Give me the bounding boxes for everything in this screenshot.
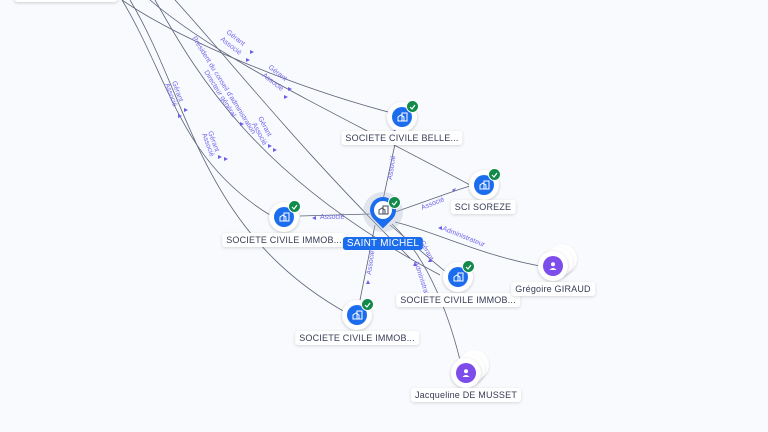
arrow-icon	[452, 188, 456, 192]
company-icon	[347, 305, 367, 325]
company-icon	[392, 107, 412, 127]
edge-label-associe: Associé	[387, 155, 397, 180]
node-label[interactable]: Grégoire GIRAUD	[511, 282, 595, 296]
center-company-icon	[374, 201, 392, 219]
person-icon	[543, 256, 563, 276]
edge	[154, 0, 441, 276]
edge	[299, 213, 371, 217]
edge-label-associe: Associé	[366, 250, 376, 275]
person-node-musset[interactable]	[451, 358, 481, 388]
arrow-icon	[288, 87, 292, 91]
arrow-icon	[246, 58, 250, 62]
arrow-icon	[250, 50, 254, 54]
arrow-icon	[218, 155, 222, 159]
arrow-icon	[428, 258, 432, 262]
edge-label-administrateur: Administrateur	[441, 225, 486, 249]
edge	[149, 0, 471, 186]
arrow-icon	[413, 262, 417, 266]
company-node-immob-1[interactable]	[269, 200, 301, 232]
person-node-giraud[interactable]	[538, 251, 568, 281]
company-node-belle[interactable]	[387, 100, 419, 132]
edge	[174, 0, 411, 259]
company-node-immob-2[interactable]	[443, 260, 475, 292]
arrow-icon	[438, 226, 442, 230]
verified-check-icon	[462, 260, 475, 273]
arrow-icon	[240, 122, 244, 126]
verified-check-icon	[288, 200, 301, 213]
verified-check-icon	[406, 100, 419, 113]
edge	[394, 185, 471, 213]
person-icon	[456, 363, 476, 383]
arrow-icon	[273, 148, 277, 152]
node-label[interactable]: SOCIETE CIVILE BELLE...	[341, 131, 463, 145]
arrow-icon	[268, 144, 272, 148]
node-label[interactable]: SCI SOREZE	[450, 200, 516, 214]
verified-check-icon	[388, 196, 401, 209]
center-node-label[interactable]: SAINT MICHEL	[342, 237, 424, 250]
company-icon	[448, 267, 468, 287]
company-node-immob-3[interactable]	[342, 298, 374, 330]
arrow-icon	[366, 280, 370, 284]
arrow-icon	[184, 108, 188, 112]
arrow-icon	[224, 157, 228, 161]
arrow-icon	[312, 216, 316, 220]
node-label[interactable]: SOCIETE CIVILE IMMOB...	[396, 293, 520, 307]
arrow-icon	[284, 95, 288, 99]
edge	[121, 0, 401, 116]
offscreen-node-card[interactable]	[14, 0, 118, 2]
company-node-soreze[interactable]	[469, 168, 501, 200]
node-label[interactable]: SOCIETE CIVILE IMMOB...	[295, 331, 419, 345]
edge	[394, 221, 541, 267]
edge	[121, 0, 271, 216]
company-icon	[474, 175, 494, 195]
verified-check-icon	[361, 298, 374, 311]
edge-arrows	[178, 50, 456, 284]
company-icon	[274, 207, 294, 227]
arrow-icon	[178, 114, 182, 118]
verified-check-icon	[488, 168, 501, 181]
node-label[interactable]: Jacqueline DE MUSSET	[410, 388, 522, 402]
edge-label-president: Président du conseil d'administration	[190, 35, 256, 135]
edge	[129, 0, 346, 313]
edge-label-associe: Associé	[320, 214, 345, 221]
node-label[interactable]: SOCIETE CIVILE IMMOB...	[222, 233, 346, 247]
